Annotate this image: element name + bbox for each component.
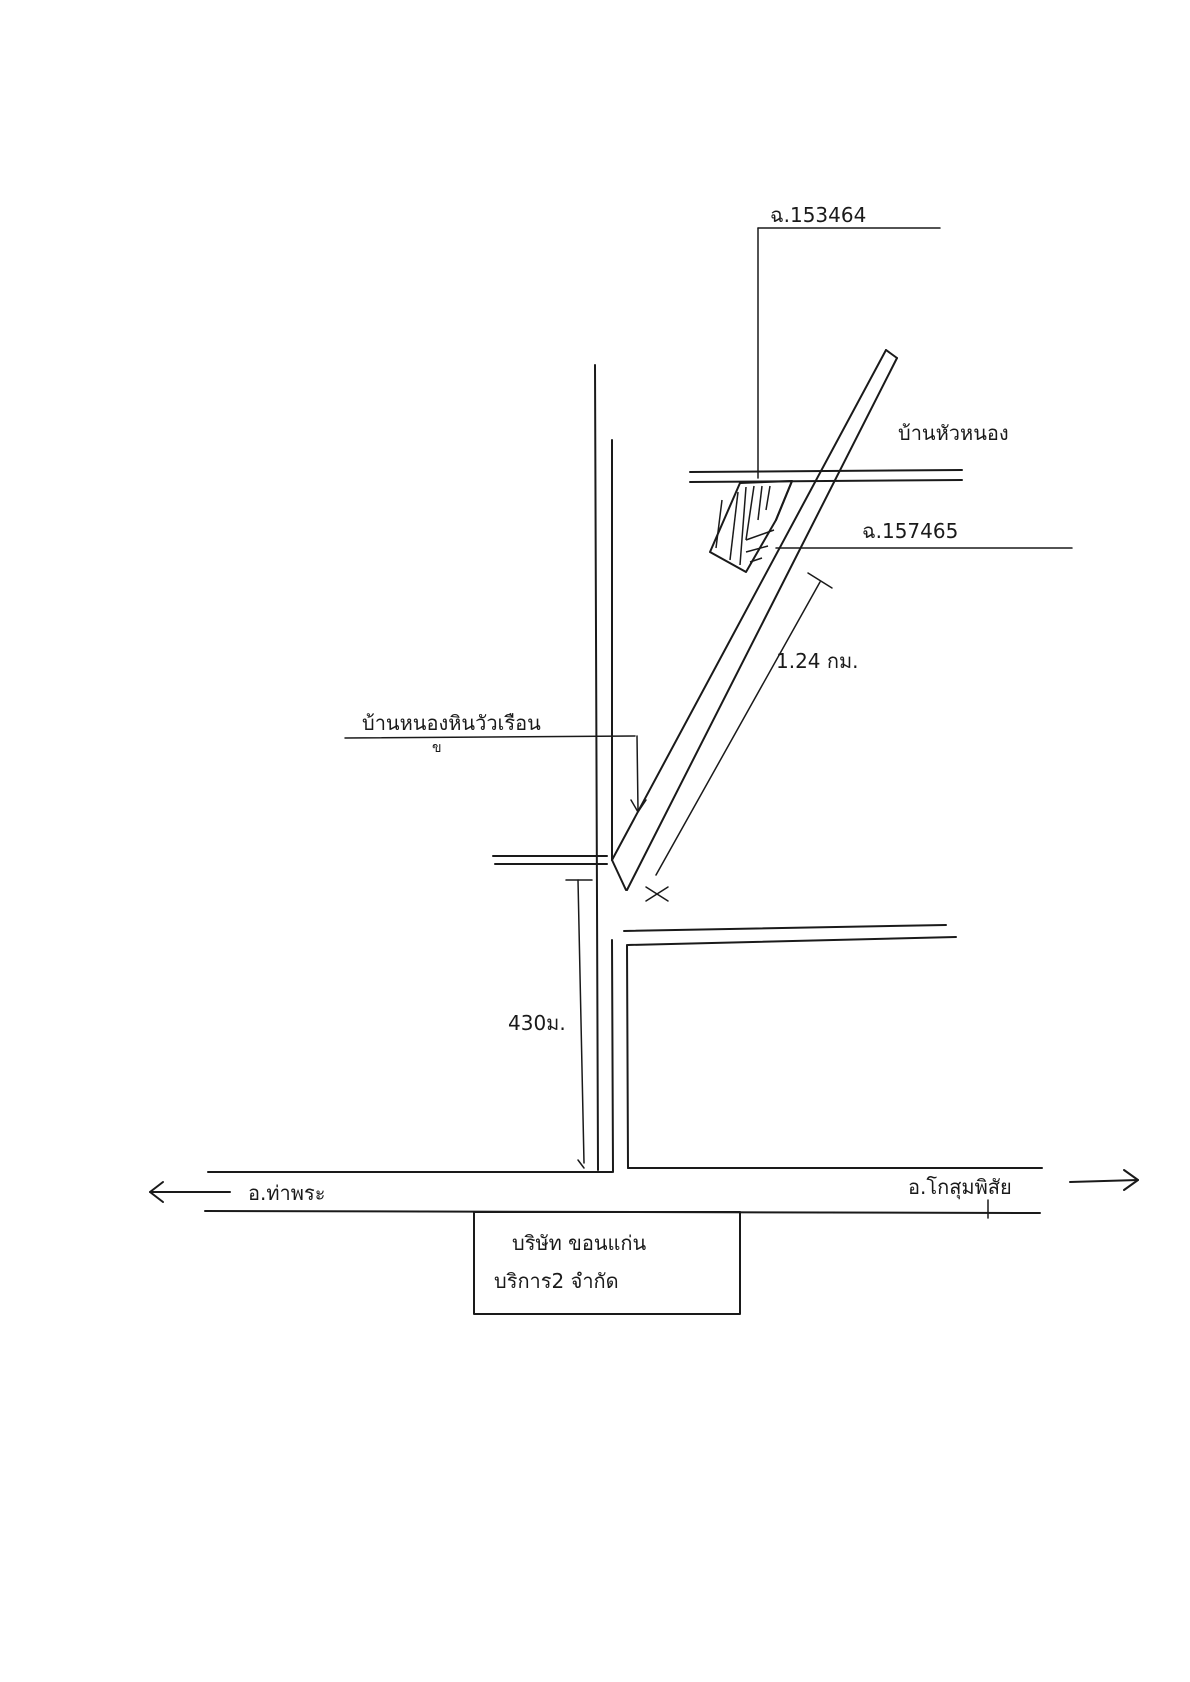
label-village-top-right: บ้านหัวหนอง — [898, 421, 1009, 445]
dimension-diagonal — [645, 572, 833, 902]
leader-plot-top — [757, 227, 941, 479]
cross-road-top — [689, 469, 963, 483]
label-company-line2: บริการ2 จำกัด — [494, 1269, 619, 1293]
target-plot — [709, 480, 793, 573]
label-direction-left: อ.ท่าพระ — [248, 1181, 325, 1205]
label-company-line1: บริษัท ขอนแก่น — [512, 1231, 647, 1255]
label-plot-top: ฉ.153464 — [770, 203, 866, 227]
side-branch-right — [623, 924, 957, 946]
arrow-left-icon — [149, 1181, 231, 1203]
side-branch-left — [492, 855, 608, 865]
label-plot-bottom: ฉ.157465 — [862, 519, 958, 543]
company-box — [473, 1211, 741, 1315]
label-village-left: บ้านหนองหินวัวเรือน — [362, 711, 541, 735]
label-distance-diagonal: 1.24 กม. — [776, 649, 859, 673]
side-road-vertical — [594, 364, 629, 1173]
leader-village-left — [344, 735, 647, 813]
dimension-vertical — [565, 879, 593, 1169]
diagonal-road — [611, 349, 898, 891]
label-village-left-sub: ข — [432, 740, 442, 756]
label-direction-right: อ.โกสุมพิสัย — [908, 1175, 1012, 1200]
label-distance-vertical: 430ม. — [508, 1011, 566, 1035]
arrow-right-icon — [1069, 1169, 1139, 1191]
